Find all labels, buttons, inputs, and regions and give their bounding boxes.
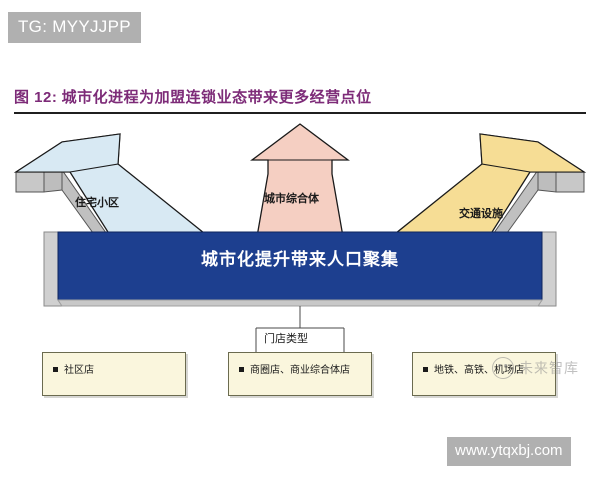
- store-type-bracket: [255, 306, 345, 352]
- figure-title: 图 12: 城市化进程为加盟连锁业态带来更多经营点位: [14, 86, 372, 107]
- arrow-label-complex: 城市综合体: [264, 193, 319, 205]
- bullet-square-icon: [53, 367, 58, 372]
- note-box-text: 地铁、高铁、机场店: [434, 365, 524, 376]
- diagram-svg: [13, 123, 587, 352]
- note-box-text: 商圈店、商业综合体店: [250, 365, 350, 376]
- title-divider: [14, 112, 586, 114]
- tg-tag-overlay: TG: MYYJJPP: [8, 12, 141, 43]
- bullet-square-icon: [239, 367, 244, 372]
- arrow-label-residential: 住宅小区: [75, 197, 119, 209]
- note-box-mall-store: 商圈店、商业综合体店: [228, 352, 372, 396]
- note-box-community-store: 社区店: [42, 352, 186, 396]
- figure-title-text: 城市化进程为加盟连锁业态带来更多经营点位: [61, 90, 372, 106]
- url-watermark: www.ytqxbj.com: [447, 437, 571, 466]
- banner-platform: [43, 231, 557, 307]
- diagram-canvas: 住宅小区 城市综合体 交通设施 城市化提升带来人口聚集: [0, 112, 600, 422]
- banner-text: 城市化提升带来人口聚集: [201, 250, 399, 269]
- note-box-transit-store: 地铁、高铁、机场店: [412, 352, 556, 396]
- figure-number: 图 12:: [14, 89, 58, 106]
- bullet-square-icon: [423, 367, 428, 372]
- note-box-text: 社区店: [64, 365, 94, 376]
- store-type-label: 门店类型: [264, 333, 308, 345]
- arrow-label-transport: 交通设施: [459, 208, 503, 220]
